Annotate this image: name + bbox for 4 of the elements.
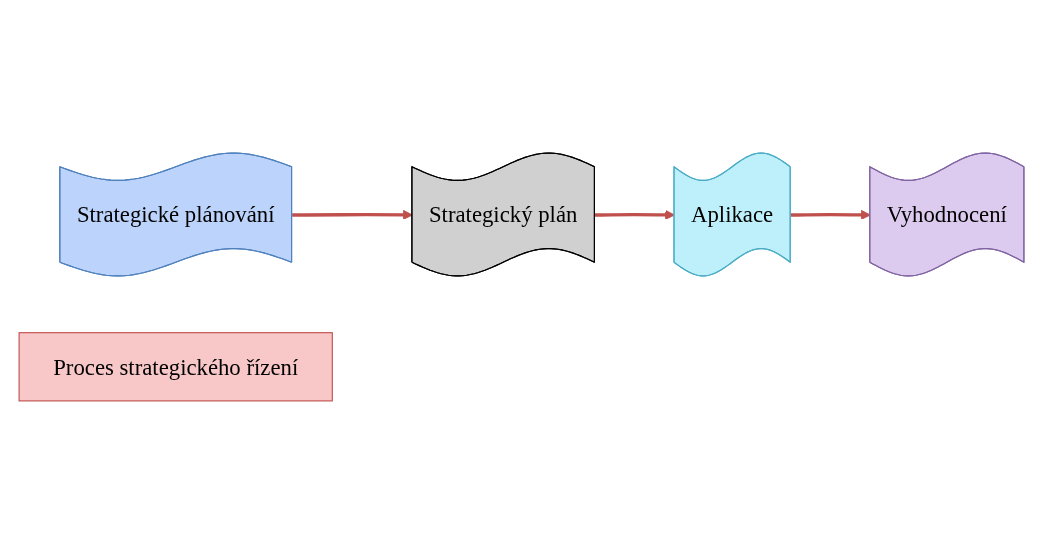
arrow (790, 209, 871, 220)
arrow (292, 209, 413, 220)
arrow (594, 209, 676, 220)
node-box: Proces strategického řízení (18, 332, 333, 402)
